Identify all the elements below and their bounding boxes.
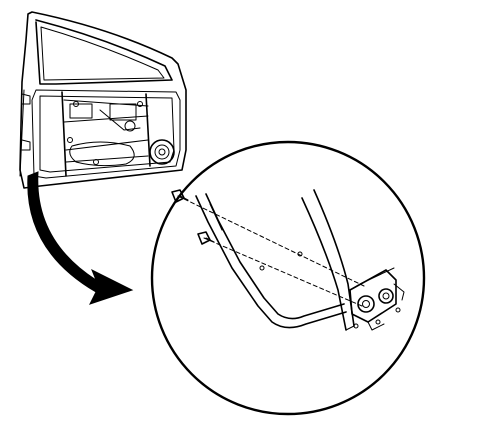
glass-channel-inner bbox=[205, 193, 345, 320]
motor-gear-right bbox=[378, 288, 394, 304]
motor-gear-right-hub bbox=[382, 292, 390, 300]
regulator-motor bbox=[349, 267, 405, 331]
bolt-d bbox=[93, 159, 99, 165]
motor-bolt-a bbox=[375, 319, 381, 325]
bolt-c bbox=[67, 137, 73, 143]
speaker-inner bbox=[154, 144, 170, 160]
regulator-cable-b bbox=[63, 115, 149, 123]
nut-marker-a bbox=[297, 251, 303, 257]
motor-gear-left bbox=[357, 295, 375, 313]
regulator-rail-right bbox=[145, 93, 151, 167]
inner-panel bbox=[31, 89, 181, 179]
bolt-a bbox=[73, 101, 79, 107]
bolt-b bbox=[137, 101, 143, 107]
motor-housing-top bbox=[349, 267, 395, 291]
rear-guide-inner bbox=[313, 189, 355, 327]
alignment-line-lower bbox=[203, 237, 363, 307]
detail-arrow-body bbox=[27, 171, 134, 305]
motor-bolt-b bbox=[395, 307, 401, 313]
regulator-cable-a bbox=[63, 99, 149, 107]
latch-bracket bbox=[69, 103, 93, 119]
detail-circle-border bbox=[150, 140, 426, 416]
alignment-line-upper bbox=[177, 195, 365, 287]
speaker-center bbox=[158, 148, 166, 156]
front-door bbox=[19, 11, 187, 189]
window-frame-inner bbox=[40, 26, 165, 81]
motor-bolt-c bbox=[353, 323, 359, 329]
bolt-lower bbox=[197, 231, 215, 245]
nut-marker-b bbox=[259, 265, 265, 271]
motor-bracket bbox=[109, 103, 137, 121]
detail-circle bbox=[150, 140, 426, 416]
glass-channel-outer bbox=[195, 195, 347, 329]
bolt-upper bbox=[171, 189, 189, 203]
motor-mount-tab bbox=[367, 321, 385, 331]
regulator-cable-c bbox=[65, 139, 149, 151]
speaker-outer bbox=[149, 139, 175, 165]
detail-arrow bbox=[27, 171, 134, 305]
motor-housing bbox=[349, 269, 397, 323]
inner-panel-lip bbox=[39, 95, 175, 173]
access-hole bbox=[69, 141, 135, 167]
motor-connector bbox=[393, 283, 405, 301]
hinge-lower bbox=[21, 139, 31, 151]
motor-gear-left-hub bbox=[362, 300, 370, 308]
regulator-cable-d bbox=[65, 155, 149, 163]
regulator-rail-left bbox=[61, 91, 67, 177]
door-outer-frame bbox=[19, 11, 187, 189]
hinge-upper bbox=[21, 93, 31, 105]
detail-view bbox=[171, 189, 405, 331]
glass-channel-edge bbox=[209, 203, 223, 231]
rear-guide-foot bbox=[345, 325, 355, 331]
rear-guide-outer bbox=[301, 197, 347, 331]
handle-pivot bbox=[124, 120, 136, 132]
window-frame bbox=[35, 19, 173, 85]
